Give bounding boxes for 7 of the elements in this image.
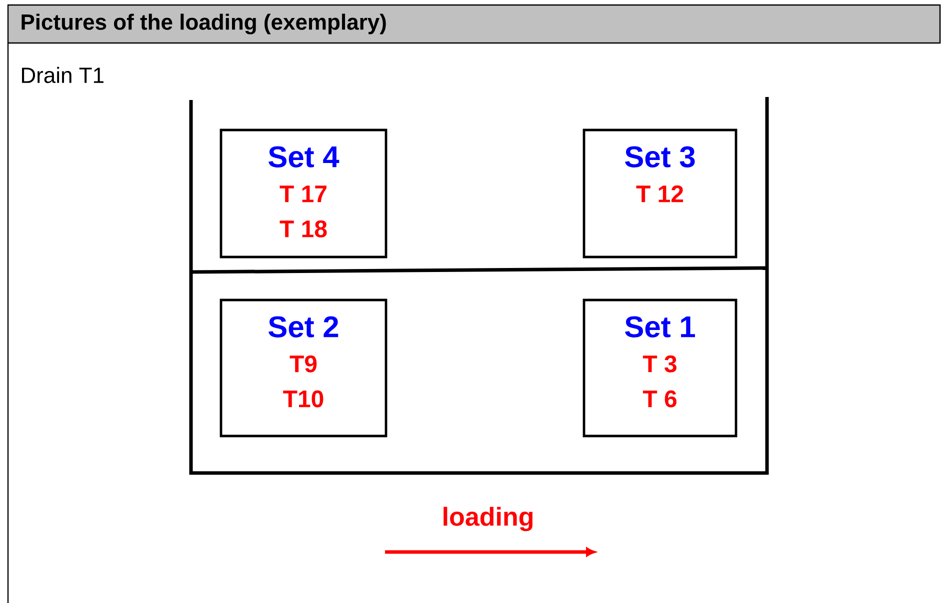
set-box: Set 2 T9 T10 [220,298,388,438]
set-box: Set 4 T 17 T 18 [220,128,388,258]
set-box: Set 3 T 12 [582,128,738,258]
section-label: Drain T1 [22,66,104,84]
header-band: Pictures of the loading (exemplary) [7,4,941,44]
set-box: Set 1 T 3 T 6 [582,298,738,438]
direction-label: loading [444,506,532,532]
